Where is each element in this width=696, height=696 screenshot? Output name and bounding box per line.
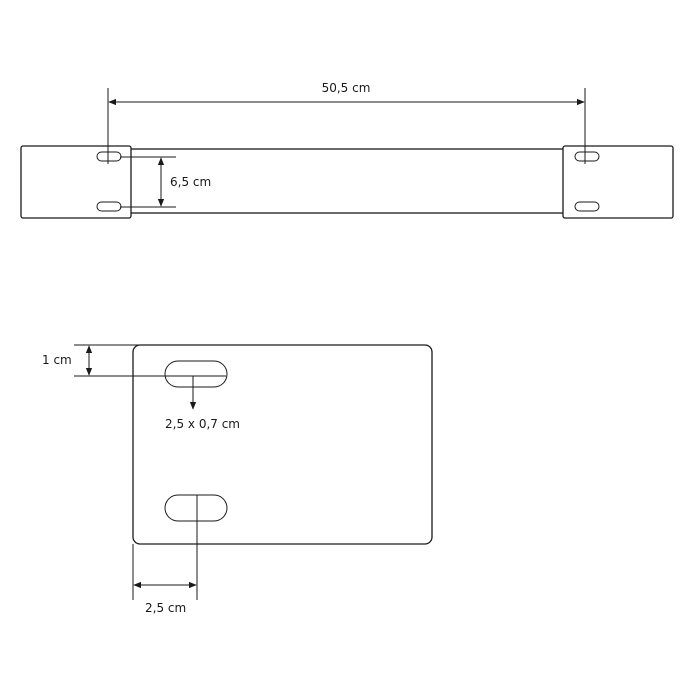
right-mounting-plate bbox=[562, 145, 674, 219]
plate-detail bbox=[132, 344, 433, 545]
left-mounting-plate bbox=[20, 145, 132, 219]
length-label: 50,5 cm bbox=[322, 81, 371, 95]
bracket-bar bbox=[129, 148, 565, 214]
detail-slot-bottom bbox=[164, 494, 228, 522]
detail-slot-top bbox=[164, 360, 228, 388]
slot-size-label: 2,5 x 0,7 cm bbox=[165, 417, 240, 431]
top-view: 50,5 cm 6,5 cm bbox=[20, 81, 674, 219]
slot-inset-label: 2,5 cm bbox=[145, 601, 186, 615]
hole-spacing-label: 6,5 cm bbox=[170, 175, 211, 189]
slot-right-top bbox=[574, 151, 600, 162]
detail-view: 1 cm 2,5 x 0,7 cm 2,5 cm bbox=[42, 344, 433, 615]
slot-right-bottom bbox=[574, 201, 600, 212]
edge-offset-label: 1 cm bbox=[42, 353, 72, 367]
